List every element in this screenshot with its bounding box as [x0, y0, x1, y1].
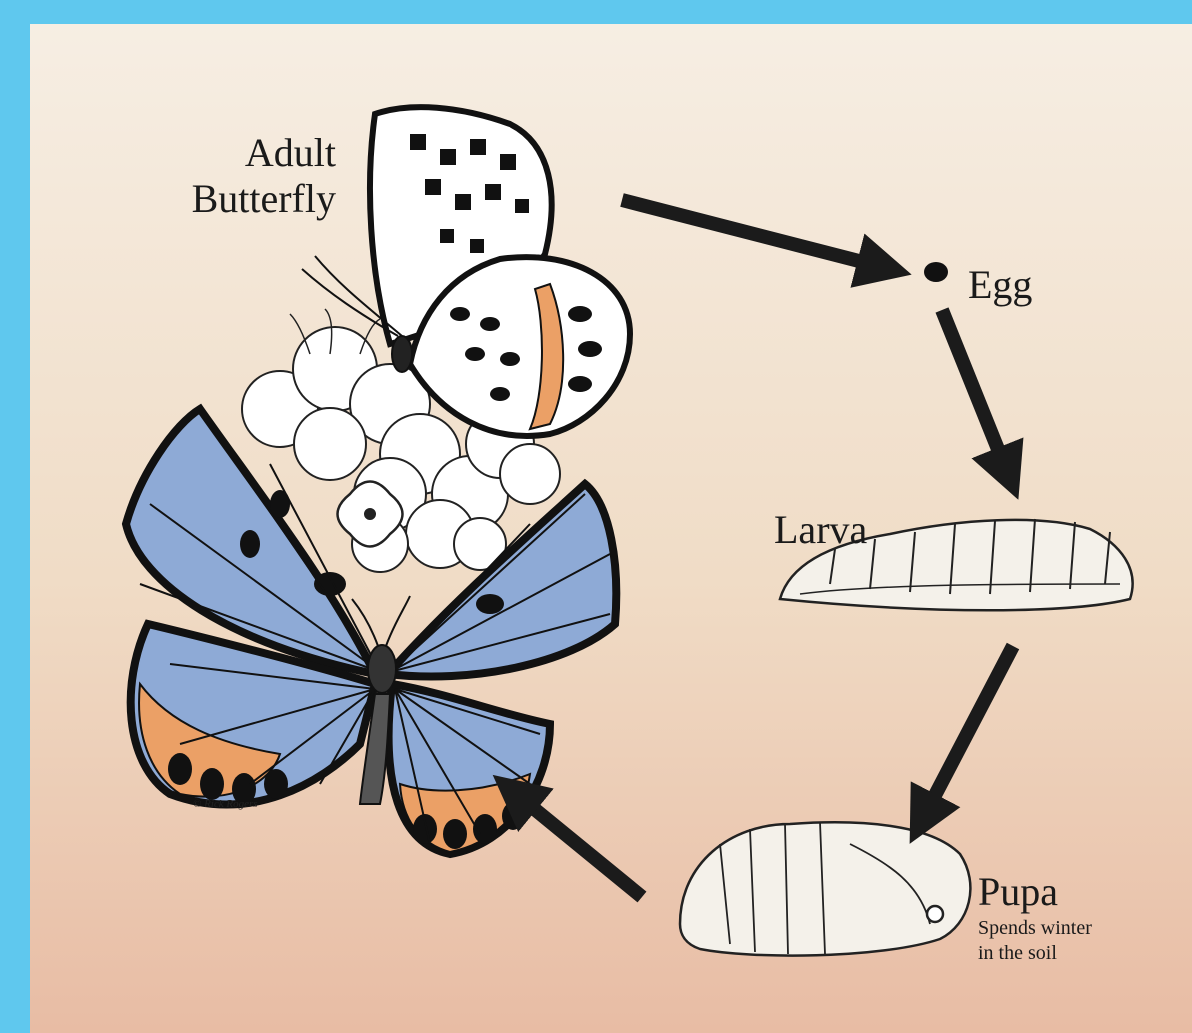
pupa-illustration: [680, 822, 970, 956]
larva-label: Larva: [774, 507, 867, 553]
pupa-note: Spends winter in the soil: [978, 916, 1092, 966]
pupa-note-line1: Spends winter: [978, 916, 1092, 941]
adult-butterfly-label: Adult Butterfly: [176, 130, 336, 222]
arrow-egg-to-larva: [942, 310, 1010, 479]
adult-label-line1: Adult: [176, 130, 336, 176]
pupa-note-line2: in the soil: [978, 941, 1092, 966]
egg-label: Egg: [968, 262, 1032, 308]
adult-label-line2: Butterfly: [176, 176, 336, 222]
life-cycle-panel: Adult Butterfly Egg Larva Pupa Spends wi…: [30, 24, 1192, 1033]
arrow-adult-to-egg: [622, 200, 890, 269]
artist-credit: © Rick Rogers: [193, 798, 258, 810]
pupa-label: Pupa: [978, 869, 1058, 915]
arrow-larva-to-pupa: [920, 646, 1013, 824]
arrow-pupa-to-adult: [510, 789, 642, 897]
egg-illustration: [924, 262, 948, 282]
